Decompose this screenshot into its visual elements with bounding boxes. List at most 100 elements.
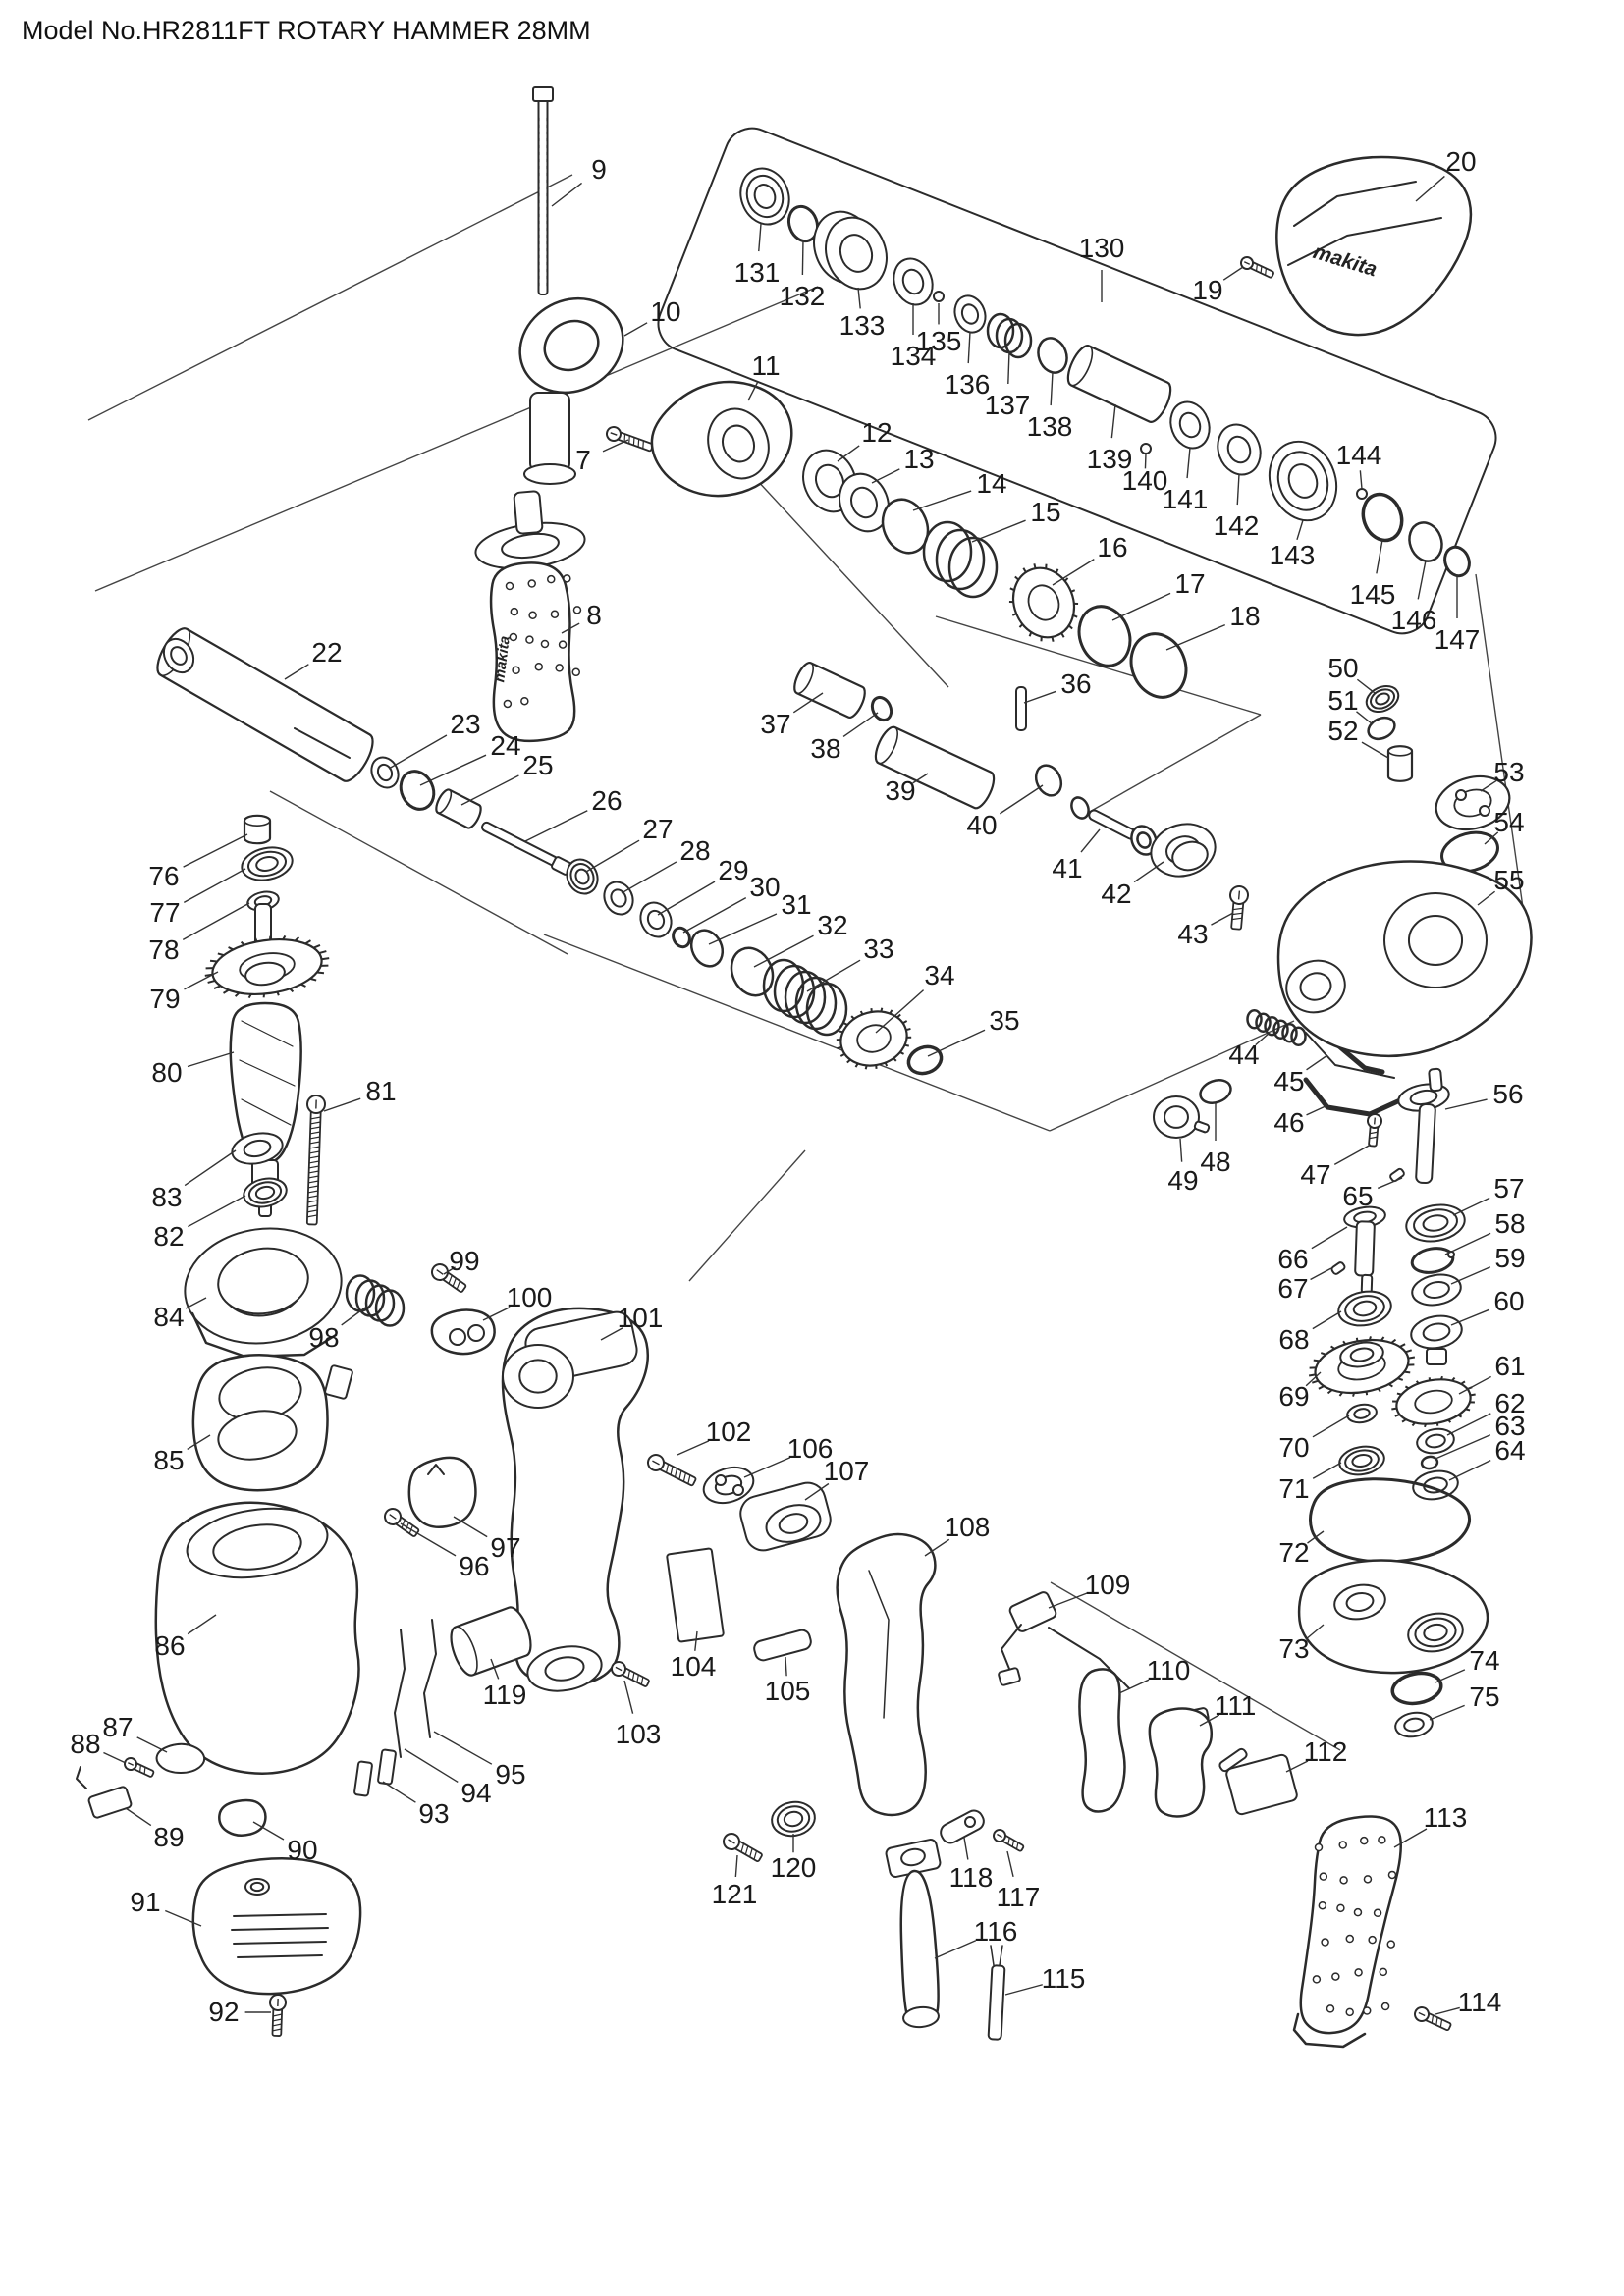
part-shape-rod xyxy=(529,392,570,472)
part-shape-ring xyxy=(1422,1214,1449,1232)
part-shape-line xyxy=(1048,1627,1130,1689)
part-label-113: 113 xyxy=(1424,1802,1468,1833)
leader-line-117 xyxy=(1006,1850,1014,1878)
grip-dot xyxy=(558,640,568,649)
part-shape-ring xyxy=(1136,831,1152,849)
leader-line-91 xyxy=(165,1909,202,1927)
part-shape-screw xyxy=(1367,1113,1382,1148)
part-shape-outline xyxy=(218,1798,267,1838)
leader-line-85 xyxy=(187,1434,211,1451)
part-label-133: 133 xyxy=(839,310,886,341)
part-shape-ring xyxy=(1383,892,1488,988)
part-label-81: 81 xyxy=(365,1076,396,1106)
leader-line-76 xyxy=(183,833,248,868)
leader-line-79 xyxy=(184,971,219,990)
part-label-23: 23 xyxy=(450,709,480,739)
part-shape-ring xyxy=(893,257,934,306)
part-shape-ball xyxy=(933,291,945,302)
part-label-82: 82 xyxy=(153,1221,184,1252)
leader-line-82 xyxy=(188,1195,246,1228)
leader-line-106 xyxy=(743,1457,791,1478)
leader-line-35 xyxy=(927,1029,986,1057)
part-shape-ring xyxy=(786,204,820,243)
part-shape-line xyxy=(237,1954,323,1958)
part-label-105: 105 xyxy=(765,1676,811,1706)
part-shape-line xyxy=(1305,1032,1395,1079)
part-label-11: 11 xyxy=(751,350,780,381)
part-shape-spring xyxy=(374,1289,406,1327)
part-label-8: 8 xyxy=(586,600,602,630)
part-label-111: 111 xyxy=(1215,1690,1257,1721)
part-shape-rod xyxy=(324,1364,353,1400)
part-label-31: 31 xyxy=(781,889,811,920)
part-label-117: 117 xyxy=(997,1882,1041,1912)
leader-line-86 xyxy=(187,1614,217,1635)
part-shape-ring xyxy=(1337,1290,1392,1327)
leader-line-16 xyxy=(1052,559,1095,586)
part-label-52: 52 xyxy=(1327,716,1358,746)
part-shape-screw xyxy=(269,1994,287,2037)
leader-line-46 xyxy=(1306,1104,1328,1116)
leader-line-56 xyxy=(1444,1098,1488,1110)
part-label-100: 100 xyxy=(507,1282,553,1312)
part-shape-ring xyxy=(1037,337,1068,374)
part-shape-ring xyxy=(1425,1433,1446,1449)
part-label-54: 54 xyxy=(1493,807,1524,837)
leader-line-25 xyxy=(460,774,519,806)
part-shape-spring xyxy=(1281,1023,1298,1043)
leader-line-45 xyxy=(1306,1054,1328,1071)
part-shape-ring xyxy=(254,1185,276,1201)
part-label-13: 13 xyxy=(903,444,934,474)
leader-line-18 xyxy=(1165,623,1226,651)
leader-line-132 xyxy=(801,239,804,276)
leader-line-59 xyxy=(1450,1266,1491,1285)
part-shape-ring xyxy=(839,472,890,533)
leader-line-15 xyxy=(971,519,1026,543)
part-shape-ring xyxy=(243,1177,288,1208)
part-label-61: 61 xyxy=(1494,1351,1525,1381)
part-shape-ring xyxy=(1369,688,1396,710)
leader-line-109 xyxy=(1048,1592,1088,1609)
part-shape-spring xyxy=(1290,1026,1307,1046)
part-label-34: 34 xyxy=(924,960,954,990)
part-shape-ring xyxy=(900,1847,926,1867)
part-shape-ring xyxy=(1344,1449,1380,1472)
part-label-143: 143 xyxy=(1270,540,1316,570)
leader-line-54 xyxy=(1484,831,1499,845)
part-shape-cylinder xyxy=(874,725,996,810)
part-shape-line xyxy=(294,727,351,759)
leader-line-29 xyxy=(657,881,716,916)
grip-dot xyxy=(571,667,581,677)
grip-dot xyxy=(572,606,582,614)
part-shape-ball xyxy=(732,1484,744,1496)
part-shape-ring xyxy=(544,1656,585,1682)
part-label-142: 142 xyxy=(1214,510,1260,541)
brand-logo-text: makita xyxy=(491,635,514,683)
part-shape-ring xyxy=(244,1878,270,1896)
leader-line-31 xyxy=(708,913,778,945)
part-shape-rod xyxy=(1389,1167,1405,1183)
leader-lines xyxy=(103,175,1499,2015)
part-shape-ring xyxy=(815,463,844,499)
part-shape-ring xyxy=(1390,1671,1443,1706)
bracket-line xyxy=(269,790,568,955)
part-label-99: 99 xyxy=(449,1246,479,1276)
part-label-101: 101 xyxy=(618,1303,664,1333)
leader-line-142 xyxy=(1236,473,1240,506)
part-shape-ball xyxy=(715,1474,727,1486)
part-label-137: 137 xyxy=(985,390,1031,420)
leader-line-103 xyxy=(623,1680,634,1714)
part-shape-spring xyxy=(1264,1016,1280,1037)
leader-line-62 xyxy=(1446,1413,1491,1436)
grip-dot xyxy=(1314,1842,1324,1852)
part-label-46: 46 xyxy=(1273,1107,1304,1138)
part-shape-screw xyxy=(431,1263,467,1293)
part-shape-rod xyxy=(1193,1120,1211,1134)
leader-line-78 xyxy=(182,902,250,940)
part-shape-ring xyxy=(399,770,436,811)
part-shape-line xyxy=(990,1945,995,1966)
part-shape-ring xyxy=(1217,423,1262,476)
leader-line-60 xyxy=(1450,1308,1489,1326)
leader-line-42 xyxy=(1133,861,1164,883)
